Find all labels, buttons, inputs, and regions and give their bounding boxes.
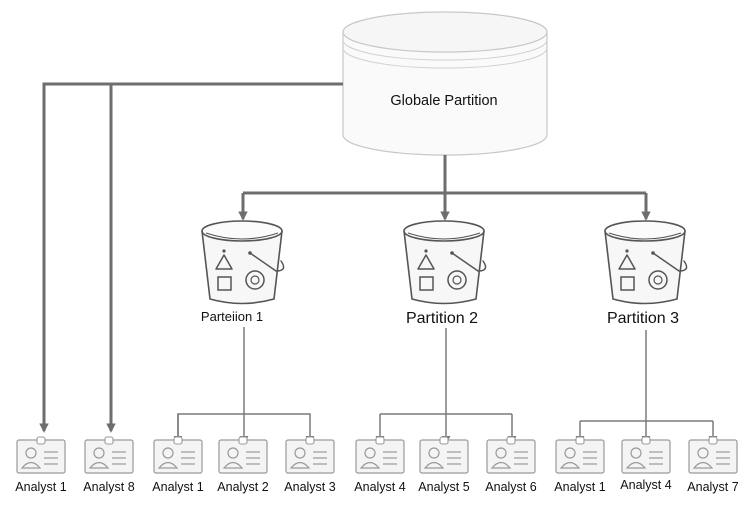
analyst-label: Analyst 4 <box>620 478 672 492</box>
partition-label-1: Parteiion 1 <box>200 309 264 324</box>
id-badge-icon <box>84 436 134 474</box>
id-badge-icon <box>486 436 536 474</box>
partition-label-2: Partition 2 <box>405 310 479 327</box>
id-badge-icon <box>285 436 335 474</box>
id-badge-icon <box>419 436 469 474</box>
analyst-label: Analyst 6 <box>485 480 537 494</box>
analyst-label: Analyst 1 <box>152 480 204 494</box>
id-badge-icon <box>218 436 268 474</box>
id-badge-icon <box>555 436 605 474</box>
partition-connectors <box>173 327 718 445</box>
bucket-icon <box>403 220 487 305</box>
id-badge-icon <box>355 436 405 474</box>
analyst-label: Analyst 1 <box>554 480 606 494</box>
bucket-icon <box>604 220 688 305</box>
analyst-label: Analyst 5 <box>418 480 470 494</box>
analyst-label: Analyst 2 <box>217 480 269 494</box>
analyst-label: Analyst 8 <box>83 480 135 494</box>
id-badge-icon <box>153 436 203 474</box>
analyst-label: Analyst 3 <box>284 480 336 494</box>
analyst-label: Analyst 7 <box>687 480 739 494</box>
analyst-label: Analyst 4 <box>354 480 406 494</box>
global-database-icon <box>342 11 548 156</box>
id-badge-icon <box>621 436 671 474</box>
partition-label-3: Partition 3 <box>606 310 680 327</box>
bucket-icon <box>201 220 285 305</box>
global-connectors <box>39 82 651 433</box>
id-badge-icon <box>16 436 66 474</box>
analyst-badges <box>16 436 738 474</box>
partition-buckets <box>201 220 688 305</box>
id-badge-icon <box>688 436 738 474</box>
global-partition-label: Globale Partition <box>390 93 498 109</box>
analyst-label: Analyst 1 <box>15 480 67 494</box>
